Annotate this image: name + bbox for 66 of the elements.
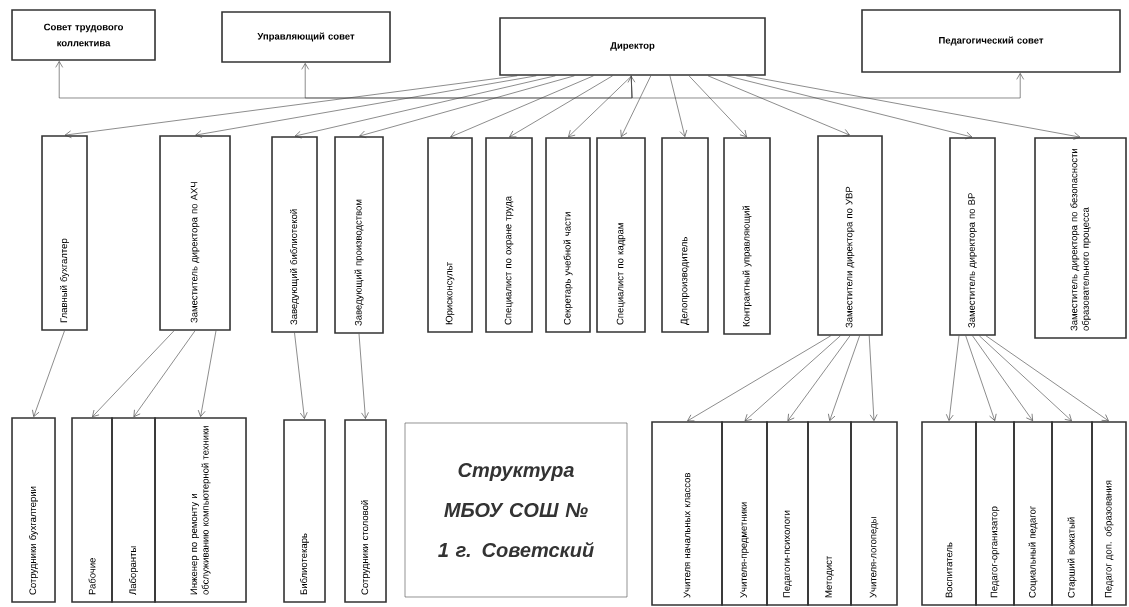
arrow bbox=[745, 75, 1081, 140]
role-box: Сотрудники столовой bbox=[344, 419, 387, 603]
arrow bbox=[972, 335, 1033, 421]
arrow bbox=[687, 335, 832, 422]
arrow bbox=[965, 335, 997, 421]
role-box: Делопроизводитель bbox=[661, 137, 709, 333]
arrow bbox=[946, 335, 960, 421]
arrow bbox=[688, 75, 747, 138]
role-box: Заместители директора по УВР bbox=[817, 135, 883, 336]
role-box: Специалист по кадрам bbox=[596, 137, 646, 333]
arrow bbox=[620, 75, 652, 137]
connector-arrow bbox=[630, 73, 1024, 99]
director-box: Директор bbox=[499, 17, 766, 76]
arrow bbox=[979, 335, 1072, 422]
role-box: Учителя начальных классов bbox=[651, 421, 723, 606]
role-box: Методист bbox=[807, 421, 852, 606]
arrow bbox=[726, 75, 973, 140]
arrow bbox=[294, 332, 308, 419]
role-box: Заместитель директора по безопасности образовательного процесса bbox=[1034, 137, 1127, 339]
role-box: Секретарь учебной части bbox=[545, 137, 591, 333]
role-box: Учителя-предметники bbox=[721, 421, 768, 606]
arrow bbox=[92, 330, 175, 418]
arrow bbox=[133, 330, 196, 417]
role-box: Заместитель директора по АХЧ bbox=[159, 135, 231, 331]
role-box: Библиотекарь bbox=[283, 419, 326, 603]
role-box: Специалист по охране труда bbox=[485, 137, 533, 333]
role-box: Педагоги-психологи bbox=[766, 421, 809, 606]
role-box: Юрисконсульт bbox=[427, 137, 473, 333]
role-box: Главный бухгалтер bbox=[41, 135, 88, 331]
arrow bbox=[985, 335, 1109, 422]
arrow bbox=[744, 335, 841, 422]
council-box: Управляющий совет bbox=[221, 11, 391, 63]
arrow bbox=[828, 335, 860, 421]
role-box: Лаборанты bbox=[111, 417, 156, 603]
role-box: Контрактный управляющий bbox=[723, 137, 771, 335]
role-box: Заместитель директора по ВР bbox=[949, 137, 996, 336]
role-box: Сотрудники бухгалтерии bbox=[11, 417, 56, 603]
role-box: Старший вожатый bbox=[1051, 421, 1093, 606]
arrow bbox=[294, 75, 556, 139]
arrow bbox=[359, 75, 575, 139]
arrow bbox=[568, 75, 632, 138]
arrow bbox=[868, 335, 878, 421]
arrow bbox=[669, 75, 688, 137]
council-box: Педагогический совет bbox=[861, 9, 1121, 73]
role-box: Воспитатель bbox=[921, 421, 977, 606]
title-box: Структура МБОУ СОШ № 1 г. Советский bbox=[404, 422, 628, 598]
arrow bbox=[197, 330, 217, 417]
arrow bbox=[32, 330, 65, 417]
council-box: Совет трудового коллектива bbox=[11, 9, 156, 61]
arrow bbox=[787, 335, 851, 421]
arrow bbox=[707, 75, 850, 137]
arrow bbox=[509, 75, 613, 138]
role-box: Учителя-логопеды bbox=[850, 421, 898, 606]
arrow bbox=[195, 75, 537, 138]
connector-arrow bbox=[55, 61, 636, 99]
connector-arrow bbox=[301, 63, 633, 99]
role-box: Социальный педагог bbox=[1013, 421, 1053, 606]
role-box: Педагог доп. образования bbox=[1091, 421, 1127, 606]
role-box: Рабочие bbox=[71, 417, 113, 603]
role-box: Педагог-организатор bbox=[975, 421, 1015, 606]
arrow bbox=[358, 333, 369, 419]
role-box: Инженер по ремонту и обслуживанию компьютерной техники bbox=[154, 417, 247, 603]
arrow bbox=[450, 75, 594, 139]
arrow bbox=[64, 75, 518, 139]
role-box: Заведующий производством bbox=[334, 136, 384, 334]
role-box: Заведующий библиотекой bbox=[271, 136, 318, 333]
